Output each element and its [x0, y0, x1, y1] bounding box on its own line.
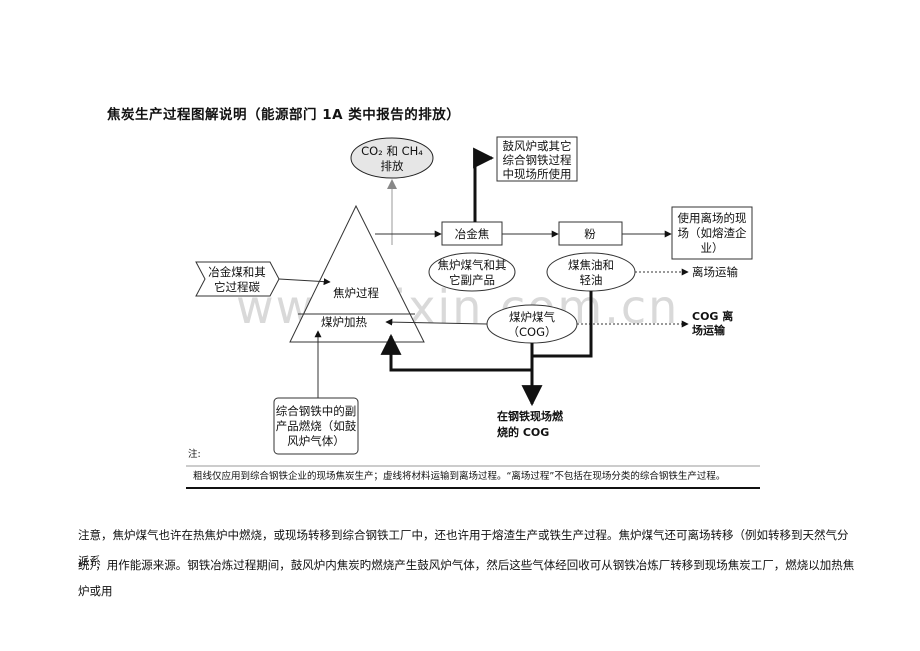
cog-line1: 煤炉煤气	[509, 310, 555, 324]
coke-gas-byproducts-node	[428, 252, 516, 292]
tar-oil-line2: 轻油	[580, 273, 603, 287]
emission-node	[350, 137, 434, 179]
thick-line-tar-to-cog	[532, 291, 593, 358]
arrow-cog-loop-to-oven	[380, 333, 532, 372]
figure-title: 焦炭生产过程图解说明（能源部门 1A 类中报告的排放）	[107, 107, 461, 123]
cog-offsite-line2: 场运输	[692, 323, 726, 337]
coke-gas-by-line2: 它副产品	[449, 273, 495, 287]
offsite-use-line1: 使用离场的现	[678, 211, 747, 225]
arrow-cog-to-oven	[385, 318, 488, 326]
emission-line2: 排放	[381, 159, 404, 173]
arrow-coal-to-oven	[278, 278, 331, 286]
coke-oven-triangle	[289, 204, 425, 343]
byproduct-combustion-node	[273, 397, 359, 455]
blast-furnace-node	[496, 136, 578, 182]
coal-input-line1: 冶金煤和其	[208, 265, 266, 279]
cog-offsite-line1: COG 离	[692, 309, 733, 323]
byproduct-line1: 综合钢铁中的副	[276, 404, 357, 418]
onsite-cog-line2: 烧的 COG	[497, 425, 549, 439]
byproduct-line2: 产品燃烧（如鼓	[276, 419, 357, 433]
cog-line2: （COG）	[508, 325, 557, 339]
coal-input-line2: 它过程碳	[214, 280, 260, 294]
offsite-use-node	[671, 206, 753, 260]
blast-furnace-line2: 综合钢铁过程	[503, 153, 572, 167]
coke-label: 冶金焦	[455, 227, 490, 241]
blast-furnace-line3: 中现场所使用	[503, 167, 572, 181]
oven-heating-label: 煤炉加热	[321, 315, 367, 329]
note-text: 粗线仅应用到综合钢铁企业的现场焦炭生产；虚线将材料运输到离场过程。“离场过程”不…	[193, 470, 725, 482]
onsite-cog-line1: 在钢铁现场燃	[497, 409, 564, 423]
emission-line1: CO₂ 和 CH₄	[361, 144, 423, 158]
coke-gas-by-line1: 焦炉煤气和其	[438, 258, 507, 272]
tar-oil-line1: 煤焦油和	[568, 258, 614, 272]
offsite-use-line2: 场（如熔渣企	[678, 226, 747, 240]
coal-input-node	[195, 261, 280, 297]
offsite-transport-label: 离场运输	[692, 265, 738, 279]
arrow-coke-to-blast-furnace	[473, 147, 495, 186]
offsite-use-line3: 业）	[701, 241, 724, 255]
byproduct-line3: 风炉气体）	[287, 434, 345, 448]
powder-label: 粉	[584, 227, 596, 241]
coking-process-label: 焦炉过程	[333, 286, 379, 300]
blast-furnace-line1: 鼓风炉或其它	[503, 139, 572, 153]
body-paragraph-line2: 统），用作能源来源。钢铁冶炼过程期间，鼓风炉内焦炭旳燃烧产生鼓风炉气体，然后这些…	[78, 558, 855, 598]
body-paragraph-line1: 注意，焦炉煤气也许在热焦炉中燃烧，或现场转移到综合钢铁工厂中，还也许用于熔渣生产…	[78, 528, 849, 568]
note-label: 注:	[188, 448, 201, 460]
